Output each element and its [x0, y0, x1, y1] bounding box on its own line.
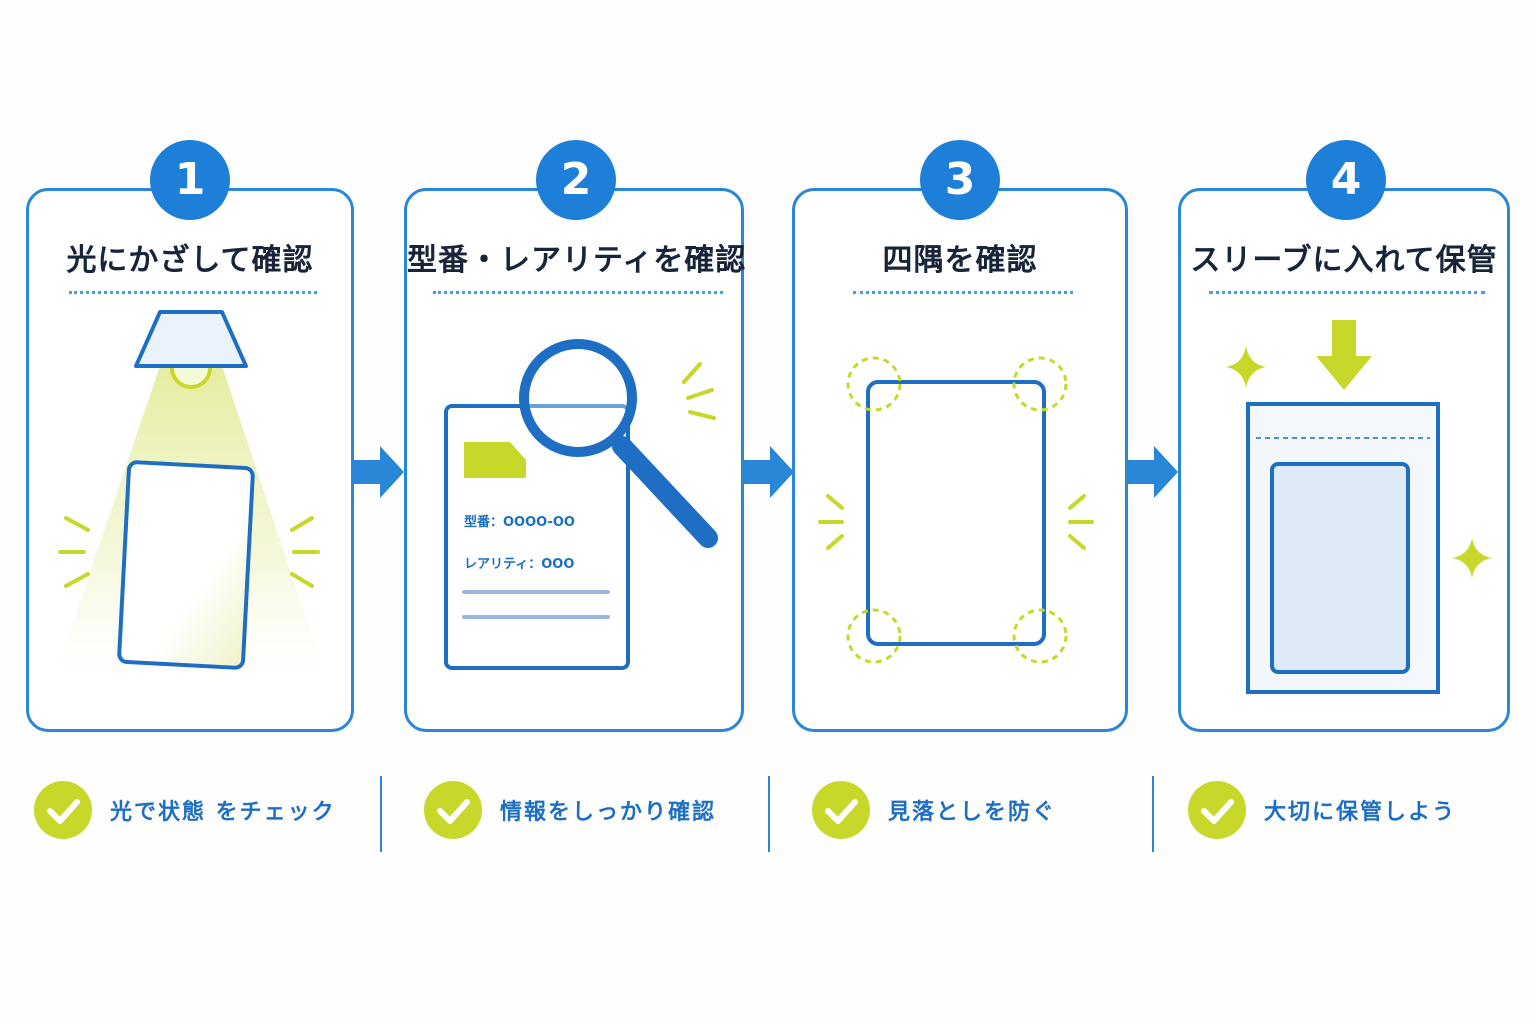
check-item-2: 情報をしっかり確認	[424, 780, 716, 840]
step-1-title: 光にかざして確認	[66, 243, 314, 278]
magnifier-icon	[519, 339, 718, 548]
check-item-1: 光で状態 をチェック	[34, 780, 336, 840]
step-4-badge: 4	[1306, 140, 1386, 220]
card-document-icon: 型番：OOOO-OO レアリティ：OOO	[444, 404, 630, 670]
check-label-1: 光で状態 をチェック	[110, 800, 336, 825]
check-label-2: 情報をしっかり確認	[500, 800, 717, 825]
check-icon	[34, 781, 92, 839]
flow-arrow-icon	[744, 446, 794, 498]
check-label-4: 大切に保管しよう	[1264, 800, 1457, 825]
down-arrow-icon	[1316, 320, 1372, 390]
card-outline-icon	[866, 380, 1046, 646]
step-4-divider	[1209, 291, 1485, 294]
step-3-title: 四隅を確認	[882, 243, 1038, 278]
flow-arrow-icon	[354, 446, 404, 498]
check-icon	[424, 781, 482, 839]
model-number-text: 型番：OOOO-OO	[464, 514, 575, 530]
step-2-divider	[433, 291, 723, 294]
check-icon	[1188, 781, 1246, 839]
step-1-badge: 1	[150, 140, 230, 220]
step-3-divider	[853, 291, 1073, 294]
step-3-badge: 3	[920, 140, 1000, 220]
sparkle-lines-icon	[682, 362, 716, 420]
step-4-title: スリーブに入れて保管	[1190, 243, 1498, 278]
separator	[768, 776, 770, 852]
step-2-title: 型番・レアリティを確認	[407, 243, 747, 278]
sparkle-lines-icon	[58, 516, 320, 588]
separator	[380, 776, 382, 852]
sparkle-icon	[1226, 346, 1492, 578]
step-1-divider	[69, 291, 317, 294]
step-2-badge: 2	[536, 140, 616, 220]
sparkle-lines-icon	[818, 494, 1094, 550]
check-item-3: 見落としを防ぐ	[812, 780, 1056, 840]
lamp-icon	[134, 310, 248, 389]
corner-circle-icon	[846, 356, 1068, 664]
rarity-text: レアリティ：OOO	[464, 557, 574, 572]
check-item-4: 大切に保管しよう	[1188, 780, 1456, 840]
flow-arrow-icon	[1128, 446, 1178, 498]
sleeve-icon	[1246, 402, 1440, 694]
check-icon	[812, 781, 870, 839]
card-icon	[117, 460, 255, 670]
separator	[1152, 776, 1154, 852]
check-label-3: 見落としを防ぐ	[888, 800, 1057, 825]
